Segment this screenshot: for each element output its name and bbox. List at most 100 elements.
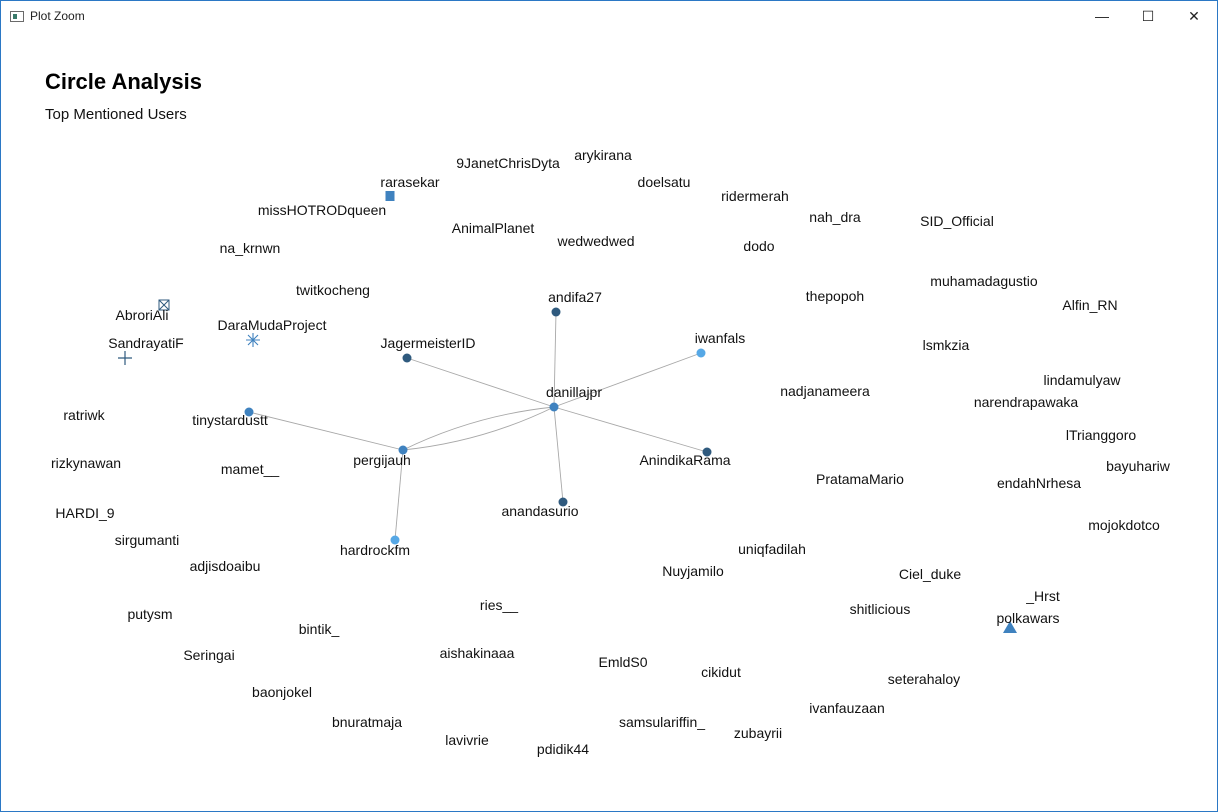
node-label-sid-official: SID_Official (920, 213, 994, 229)
minimize-icon: — (1095, 8, 1109, 24)
node-label-bintik: bintik_ (299, 621, 340, 637)
node-label-pergijauh: pergijauh (353, 452, 411, 468)
node-marker-andifa27 (551, 307, 561, 317)
maximize-icon: ☐ (1141, 7, 1155, 24)
window-controls: — ☐ ✕ (1079, 1, 1217, 31)
plot-subtitle: Top Mentioned Users (45, 106, 187, 123)
node-label-narendrapawaka: narendrapawaka (974, 394, 1079, 410)
node-label-na-krnwn: na_krnwn (220, 240, 281, 256)
node-label-nadjanameera: nadjanameera (780, 383, 870, 399)
app-icon (10, 10, 24, 22)
node-label-lindamulyaw: lindamulyaw (1043, 372, 1121, 388)
edge-danillajpr-jagermeisterid (406, 357, 555, 408)
node-label-lsmkzia: lsmkzia (923, 337, 970, 353)
node-marker-tinystardustt (244, 407, 254, 417)
node-label-pdidik44: pdidik44 (537, 741, 589, 757)
node-marker-abroriali (158, 299, 170, 311)
node-label-bnuratmaja: bnuratmaja (332, 714, 402, 730)
edge-pergijauh-danillajpr (402, 406, 555, 451)
node-label-tinystardustt: tinystardustt (192, 412, 268, 428)
edge-danillajpr-iwanfals (553, 352, 702, 408)
node-label-emlds0: EmldS0 (598, 654, 647, 670)
node-label-rarasekar: rarasekar (380, 174, 439, 190)
node-label-iwanfals: iwanfals (695, 330, 746, 346)
node-label-pratamamario: PratamaMario (816, 471, 904, 487)
node-label-wedwedwed: wedwedwed (556, 233, 634, 249)
node-label-dodo: dodo (743, 238, 774, 254)
node-label-twitkocheng: twitkocheng (296, 282, 370, 298)
node-label-abroriali: AbroriAli (116, 307, 169, 323)
node-marker-anindikarama (702, 447, 712, 457)
edge-danillajpr-andifa27 (553, 311, 557, 408)
node-label-mojokdotco: mojokdotco (1088, 517, 1160, 533)
node-label-bayuhariw: bayuhariw (1106, 458, 1171, 474)
node-marker-hardrockfm (390, 535, 400, 545)
node-label-lavivrie: lavivrie (445, 732, 489, 748)
node-marker-anandasurio (558, 497, 568, 507)
edge-pergijauh-tinystardustt (248, 411, 404, 451)
node-label-sirgumanti: sirgumanti (115, 532, 180, 548)
node-label-nuyjamilo: Nuyjamilo (662, 563, 724, 579)
node-label-mamet: mamet__ (221, 461, 280, 477)
node-label-cikidut: cikidut (701, 664, 741, 680)
node-label-anindikarama: AnindikaRama (639, 452, 730, 468)
close-icon: ✕ (1188, 7, 1200, 24)
edge-danillajpr-anandasurio (553, 406, 564, 503)
node-label-shitlicious: shitlicious (850, 601, 911, 617)
plot-title: Circle Analysis (45, 69, 202, 94)
node-marker-pergijauh (398, 445, 408, 455)
node-marker-danillajpr (549, 402, 559, 412)
node-label-animalplanet: AnimalPlanet (452, 220, 535, 236)
minimize-button[interactable]: — (1079, 1, 1125, 31)
node-marker-polkawars (1003, 621, 1017, 633)
node-label-aishakinaaa: aishakinaaa (440, 645, 515, 661)
node-marker-daramudaproject (246, 333, 260, 347)
node-label-rizkynawan: rizkynawan (51, 455, 121, 471)
node-label-sandrayatif: SandrayatiF (108, 335, 183, 351)
node-label-nah-dra: nah_dra (809, 209, 861, 225)
node-label-baonjokel: baonjokel (252, 684, 312, 700)
node-marker-rarasekar (385, 191, 395, 201)
node-label-ries: ries__ (480, 597, 518, 613)
node-marker-jagermeisterid (402, 353, 412, 363)
node-label-ciel-duke: Ciel_duke (899, 566, 961, 582)
node-label-ivanfauzaan: ivanfauzaan (809, 700, 885, 716)
edge-danillajpr-anindikarama (553, 406, 708, 453)
node-label-seterahaloy: seterahaloy (888, 671, 960, 687)
node-marker-sandrayatif (118, 351, 132, 365)
node-label-ratriwk: ratriwk (63, 407, 105, 423)
node-label-hrst: _Hrst (1025, 588, 1060, 604)
node-marker-iwanfals (696, 348, 706, 358)
plot-area: Circle Analysis Top Mentioned Users 9Jan… (1, 31, 1217, 811)
node-label-ltrianggoro: lTrianggoro (1066, 427, 1137, 443)
node-label-danillajpr: danillajpr (546, 384, 602, 400)
node-label-thepopoh: thepopoh (806, 288, 864, 304)
network-graph: 9JanetChrisDyta arykirana doelsatu ridermer… (51, 147, 1171, 757)
node-label-endahnrhesa: endahNrhesa (997, 475, 1081, 491)
edge-danillajpr-pergijauh (402, 406, 555, 451)
node-label-muhamadagustio: muhamadagustio (930, 273, 1038, 289)
node-label-jagermeisterid: JagermeisterID (381, 335, 476, 351)
close-button[interactable]: ✕ (1171, 1, 1217, 31)
node-label-misshotrodqueen: missHOTRODqueen (258, 202, 386, 218)
node-label-putysm: putysm (127, 606, 172, 622)
node-label-9janetchrisdyta: 9JanetChrisDyta (456, 155, 560, 171)
node-label-ridermerah: ridermerah (721, 188, 789, 204)
node-label-uniqfadilah: uniqfadilah (738, 541, 806, 557)
node-label-seringai: Seringai (183, 647, 234, 663)
maximize-button[interactable]: ☐ (1125, 1, 1171, 31)
node-label-alfin-rn: Alfin_RN (1062, 297, 1117, 313)
edge-pergijauh-hardrockfm (394, 449, 404, 541)
node-label-hardrockfm: hardrockfm (340, 542, 410, 558)
node-label-doelsatu: doelsatu (638, 174, 691, 190)
node-label-zubayrii: zubayrii (734, 725, 782, 741)
node-label-samsulariffin: samsulariffin_ (619, 714, 705, 730)
node-label-adjisdoaibu: adjisdoaibu (190, 558, 261, 574)
node-label-hardi-9: HARDI_9 (55, 505, 114, 521)
window-title: Plot Zoom (30, 9, 85, 23)
node-label-anandasurio: anandasurio (501, 503, 578, 519)
node-label-polkawars: polkawars (996, 610, 1059, 626)
node-label-arykirana: arykirana (574, 147, 632, 163)
title-bar[interactable]: Plot Zoom — ☐ ✕ (1, 1, 1217, 31)
node-label-andifa27: andifa27 (548, 289, 602, 305)
